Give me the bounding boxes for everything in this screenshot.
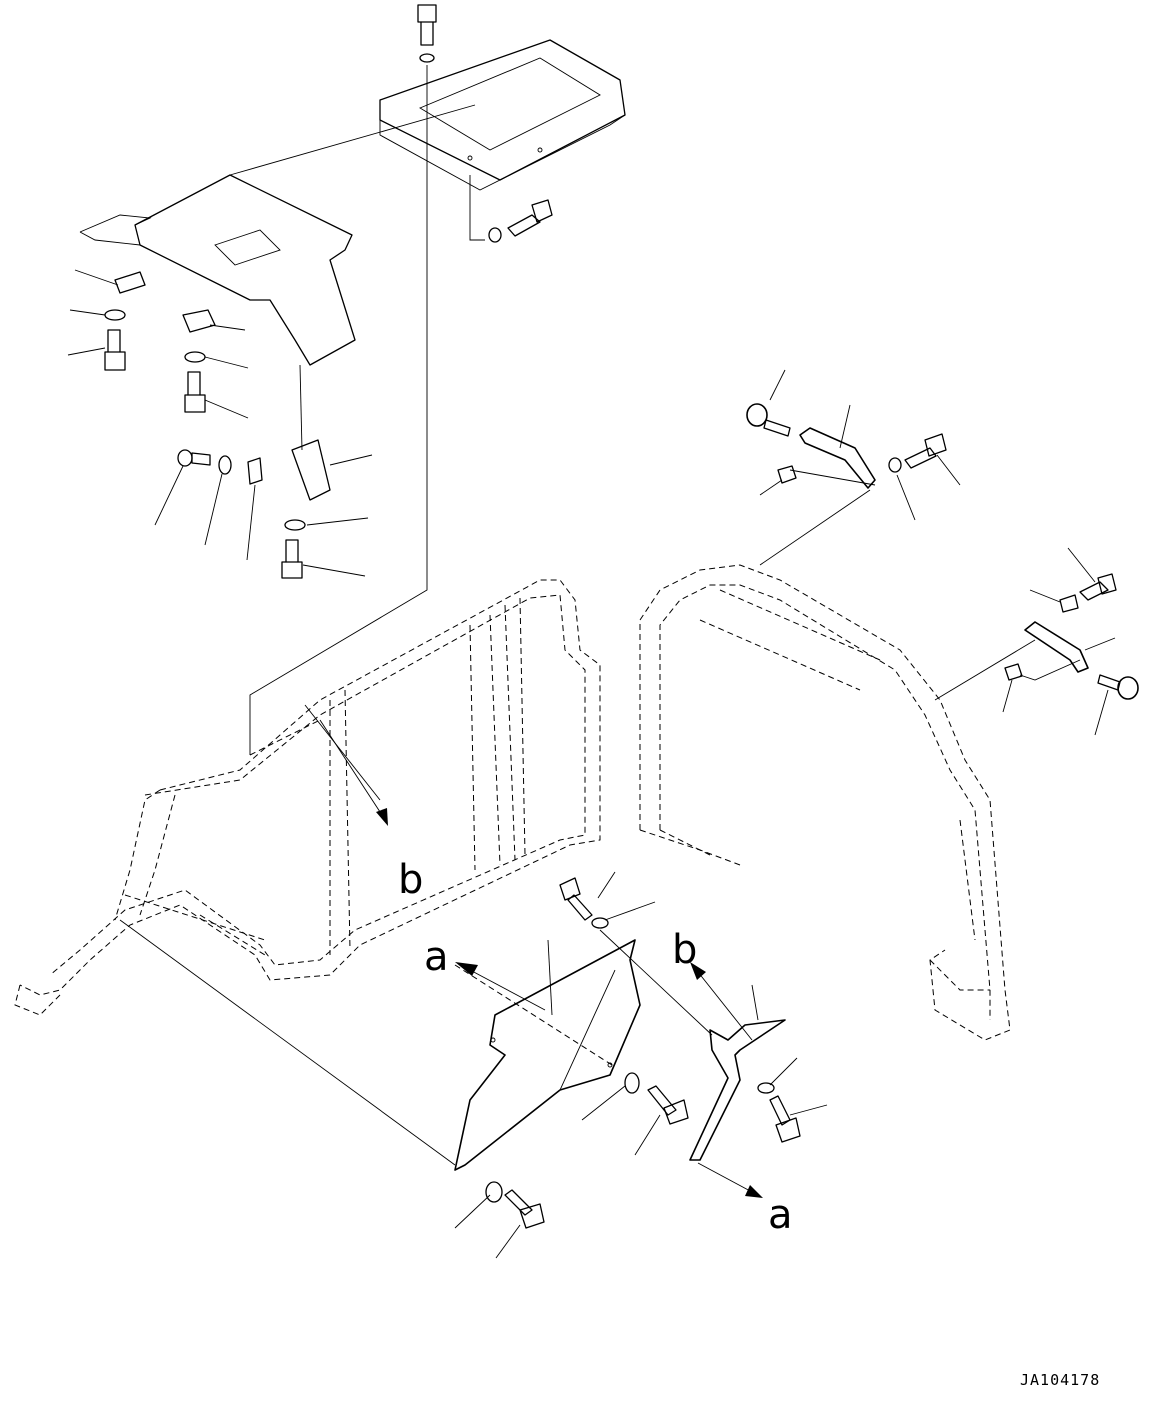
bolt-4 — [281, 539, 303, 579]
view-label-b-center: b — [398, 857, 423, 903]
washer-3 — [218, 455, 232, 475]
roof-side-bolt — [469, 175, 553, 243]
bolt-3 — [177, 449, 211, 467]
washer-1 — [104, 309, 126, 321]
clamp-bracket — [291, 439, 331, 501]
leader-lines-left — [67, 269, 373, 577]
bracket-block-1 — [114, 271, 146, 294]
view-label-a-right: a — [768, 1192, 793, 1238]
arrow-a-right — [697, 1162, 763, 1198]
roof-panel — [379, 39, 626, 191]
arrow-a-left — [455, 962, 546, 1011]
leader-lines-lower — [119, 704, 828, 1259]
washer-4 — [284, 519, 306, 531]
arrow-b-center — [319, 719, 388, 826]
mounting-plate — [79, 104, 476, 366]
lower-hardware — [485, 877, 801, 1229]
right-cab-frame — [639, 564, 1011, 1041]
bracket-block-2 — [182, 309, 216, 333]
right-side-bracket — [934, 547, 1139, 736]
view-label-b-right: b — [672, 927, 697, 973]
clip — [247, 457, 263, 485]
bolt-2 — [184, 371, 206, 413]
drawing-number: JA104178 — [1020, 1371, 1100, 1389]
lower-cover-panel — [454, 939, 641, 1171]
bolt-1 — [104, 329, 126, 371]
right-upper-bracket — [746, 369, 961, 566]
top-bolt — [417, 4, 437, 63]
washer-2 — [184, 351, 206, 363]
left-cab-frame — [14, 579, 601, 1016]
view-label-a-left: a — [424, 934, 449, 980]
arrow-b-right — [690, 962, 753, 1041]
leader-long-vertical — [249, 65, 428, 755]
lower-bracket — [689, 1019, 786, 1161]
